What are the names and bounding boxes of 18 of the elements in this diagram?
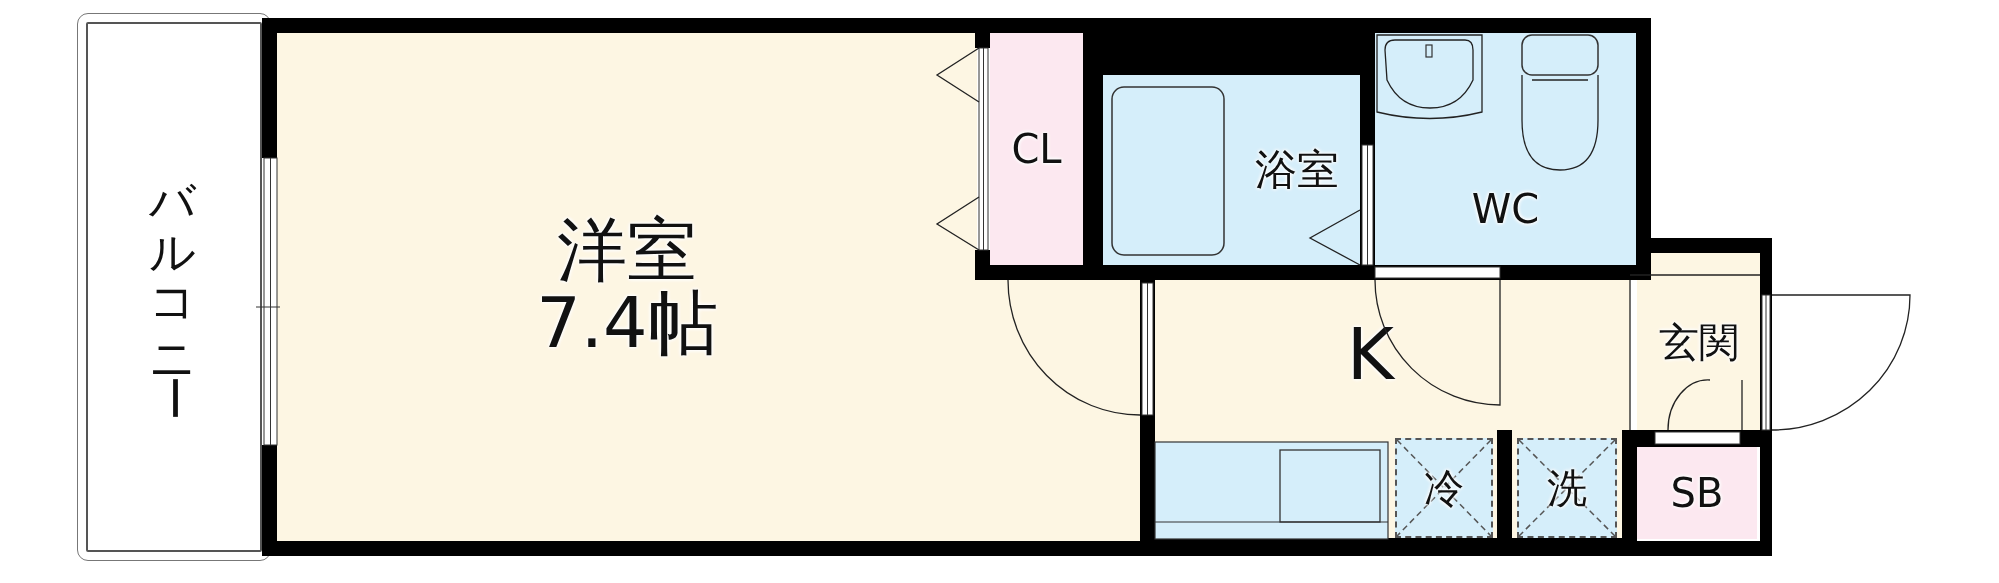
closet-area — [990, 33, 1083, 265]
entrance-area — [1637, 253, 1760, 430]
room-label: CL — [1011, 128, 1062, 170]
room-label: バルコニー — [149, 149, 199, 425]
room-label: 玄関 — [1658, 320, 1739, 363]
shoe-box — [1637, 447, 1757, 539]
bathroom-area — [1103, 75, 1360, 265]
room-label: 7.4帖 — [536, 287, 718, 361]
room-label: 洋室 — [557, 213, 697, 287]
room-label: 冷 — [1424, 467, 1464, 509]
toilet-area — [1375, 33, 1636, 265]
room-label: K — [1346, 317, 1394, 393]
room-label: 洗 — [1547, 467, 1587, 509]
room-label: SB — [1670, 472, 1724, 514]
room-label: WC — [1471, 188, 1540, 230]
room-label: 浴室 — [1254, 147, 1339, 193]
kitchen-area — [1155, 280, 1630, 430]
room-area — [277, 33, 977, 541]
